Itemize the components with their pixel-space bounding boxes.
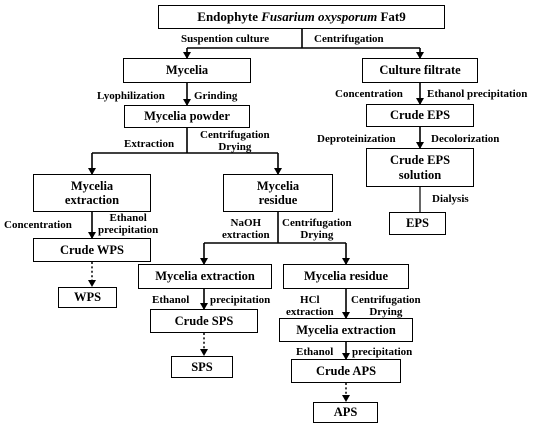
wps-arrowhead	[88, 280, 96, 287]
label-ethanol-precipitation-eps: Ethanol precipitation	[427, 88, 528, 100]
box-crude-wps: Crude WPS	[33, 238, 151, 262]
box-mycelia-extraction-3: Mycelia extraction	[279, 318, 413, 342]
root-prefix: Endophyte	[197, 8, 262, 24]
label-ethanol-sps: Ethanol	[152, 294, 190, 306]
box-eps: EPS	[389, 212, 446, 235]
crude-eps-solution-line2: solution	[398, 167, 442, 182]
mycelia-extraction-1-line1: Mycelia	[70, 178, 114, 193]
label-concentration-wps: Concentration	[4, 219, 72, 231]
label-precipitation-aps: precipitation	[352, 346, 413, 358]
label-centrifugation-drying-3: Centrifugation Drying	[351, 294, 421, 318]
sps-arrowhead	[200, 349, 208, 356]
label-grinding: Grinding	[194, 90, 238, 102]
label-ethanol-aps: Ethanol	[296, 346, 334, 358]
box-culture-filtrate: Culture filtrate	[362, 58, 478, 83]
box-crude-eps-solution: Crude EPS solution	[366, 148, 474, 187]
label-centrifugation-3: Centrifugation	[351, 294, 421, 306]
label-drying-2: Drying	[300, 229, 334, 242]
label-centrifugation-2: Centrifugation	[282, 217, 352, 229]
label-hcl: HCl	[300, 294, 320, 306]
label-centrifugation-drying-1: Centrifugation Drying	[200, 129, 270, 153]
label-deproteinization: Deproteinization	[317, 133, 396, 145]
box-mycelia-residue-2: Mycelia residue	[283, 264, 409, 289]
label-suspention-culture: Suspention culture	[181, 33, 270, 45]
box-mycelia: Mycelia	[123, 58, 251, 83]
label-centrifugation-drying-2: Centrifugation Drying	[282, 217, 352, 241]
label-drying-1: Drying	[218, 141, 252, 154]
box-sps: SPS	[171, 356, 233, 378]
label-lyophilization: Lyophilization	[97, 90, 165, 102]
label-hcl-extraction: HCl extraction	[286, 294, 334, 318]
label-drying-3: Drying	[369, 306, 403, 319]
box-crude-eps: Crude EPS	[366, 104, 474, 127]
label-ethanol-wps: Ethanol	[109, 212, 147, 224]
label-centrifugation-top: Centrifugation	[314, 33, 384, 45]
label-centrifugation-1: Centrifugation	[200, 129, 270, 141]
label-decolorization: Decolorization	[431, 133, 500, 145]
box-mycelia-residue-1: Mycelia residue	[223, 174, 333, 212]
label-extraction-naoh: extraction	[222, 229, 270, 242]
mycelia-residue-1-line1: Mycelia	[256, 178, 300, 193]
label-precipitation-wps: precipitation	[98, 224, 159, 237]
mycelia-extraction-1-line2: extraction	[64, 193, 120, 207]
label-dialysis: Dialysis	[432, 193, 469, 205]
label-extraction-hcl: extraction	[286, 306, 334, 319]
root-species-name: Fusarium oxysporum	[261, 8, 378, 24]
mycelia-residue-1-line2: residue	[258, 193, 298, 207]
box-crude-aps: Crude APS	[291, 359, 401, 383]
box-crude-sps: Crude SPS	[150, 309, 258, 333]
root-box-endophyte: Endophyte Fusarium oxysporum Fat9	[158, 5, 445, 29]
label-concentration-eps: Concentration	[335, 88, 403, 100]
crude-eps-solution-line1: Crude EPS	[389, 153, 451, 168]
root-suffix: Fat9	[377, 8, 406, 24]
aps-arrowhead	[342, 395, 350, 402]
box-wps: WPS	[58, 287, 117, 308]
box-mycelia-extraction-1: Mycelia extraction	[33, 174, 151, 212]
box-mycelia-powder: Mycelia powder	[124, 105, 250, 128]
label-naoh: NaOH	[230, 217, 262, 229]
label-extraction: Extraction	[124, 138, 175, 150]
label-ethanol-precipitation-wps: Ethanol precipitation	[98, 212, 158, 236]
label-precipitation-sps: precipitation	[210, 294, 271, 306]
box-mycelia-extraction-2: Mycelia extraction	[138, 264, 272, 289]
label-naoh-extraction: NaOH extraction	[222, 217, 270, 241]
box-aps: APS	[313, 402, 378, 423]
